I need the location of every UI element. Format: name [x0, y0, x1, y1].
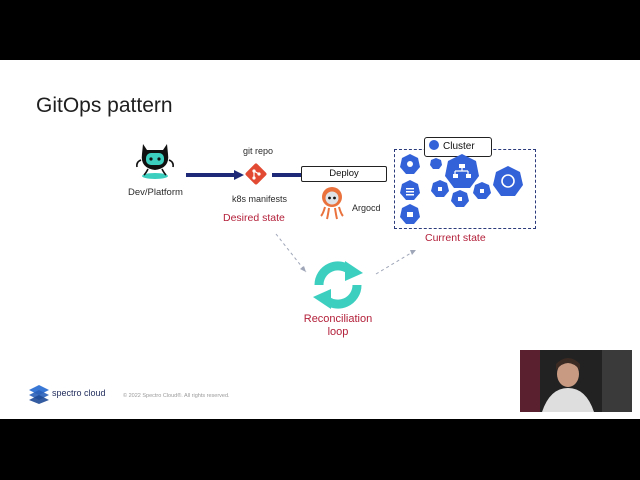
sync-icon — [307, 259, 369, 311]
argo-octopus-icon — [319, 186, 345, 222]
kubernetes-icon — [429, 140, 439, 150]
k8s-manifests-label: k8s manifests — [232, 194, 287, 204]
argocd-label: Argocd — [352, 203, 381, 213]
git-icon — [245, 163, 267, 185]
arrow-dev-to-repo — [186, 170, 246, 180]
desired-state-label: Desired state — [223, 212, 285, 224]
github-octocat-icon — [134, 140, 176, 180]
cluster-label: Cluster — [443, 141, 475, 152]
slide-title: GitOps pattern — [36, 94, 173, 118]
cluster-resources-graphic — [396, 152, 532, 226]
reconciliation-label: Reconciliation loop — [302, 313, 374, 339]
git-repo-caption: git repo — [243, 146, 273, 156]
spectro-cloud-logo-icon — [28, 384, 50, 404]
current-state-label: Current state — [425, 232, 486, 244]
reconciliation-line1: Reconciliation — [302, 313, 374, 326]
reconciliation-line2: loop — [302, 326, 374, 339]
brand-name: spectro cloud — [52, 388, 106, 398]
copyright-text: © 2022 Spectro Cloud®. All rights reserv… — [123, 393, 230, 399]
webcam-overlay — [520, 350, 632, 412]
presenter-video — [520, 350, 632, 412]
deploy-box: Deploy — [301, 166, 387, 182]
spectro-cloud-logo: spectro cloud — [28, 384, 128, 406]
dev-platform-label: Dev/Platform — [128, 187, 183, 198]
